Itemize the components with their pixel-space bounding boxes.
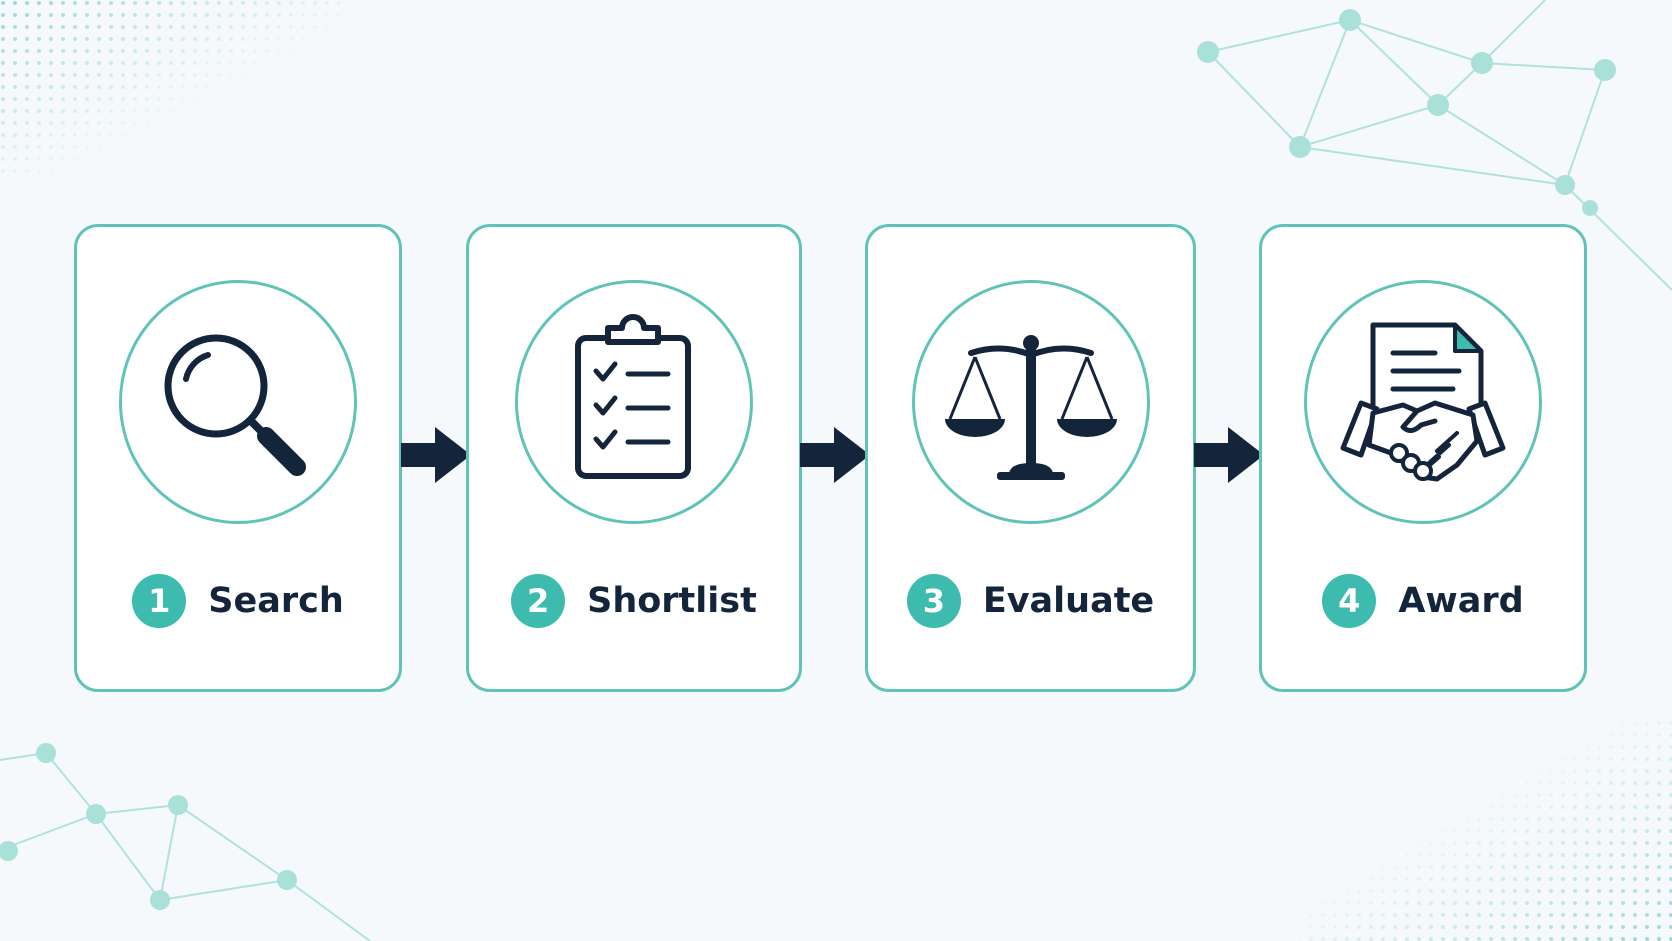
- step-number-badge: 3: [906, 574, 961, 628]
- arrow-right-icon: [1194, 427, 1264, 483]
- step-label: Award: [1398, 581, 1524, 621]
- step-heading: 4 Award: [1262, 573, 1584, 629]
- step-card-award: 4 Award: [1259, 224, 1587, 692]
- dot-pattern: [1300, 720, 1672, 941]
- step-card-evaluate: 3 Evaluate: [865, 224, 1196, 692]
- step-number-badge: 2: [511, 574, 566, 628]
- clipboard-checklist-icon: [575, 314, 691, 479]
- icon-circle: [911, 280, 1150, 524]
- step-label: Search: [208, 581, 344, 621]
- network-nodes: [0, 9, 1616, 910]
- arrow-right-icon: [401, 427, 471, 483]
- step-card-search: 1 Search: [74, 224, 402, 692]
- step-label: Evaluate: [982, 581, 1155, 621]
- step-heading: 2 Shortlist: [469, 573, 799, 629]
- step-number-badge: 4: [1322, 574, 1377, 628]
- step-heading: 3 Evaluate: [868, 573, 1193, 629]
- dot-pattern: [0, 0, 340, 180]
- magnifying-glass-icon: [164, 334, 306, 476]
- handshake-contract-icon: [1340, 322, 1506, 482]
- balance-scale-icon: [944, 335, 1117, 480]
- arrow-right-icon: [800, 427, 870, 483]
- icon-circle: [1304, 280, 1542, 524]
- icon-circle: [119, 280, 357, 524]
- step-heading: 1 Search: [77, 573, 399, 629]
- step-number-badge: 1: [132, 574, 187, 628]
- step-label: Shortlist: [587, 581, 757, 621]
- icon-circle: [515, 280, 753, 524]
- step-card-shortlist: 2 Shortlist: [466, 224, 802, 692]
